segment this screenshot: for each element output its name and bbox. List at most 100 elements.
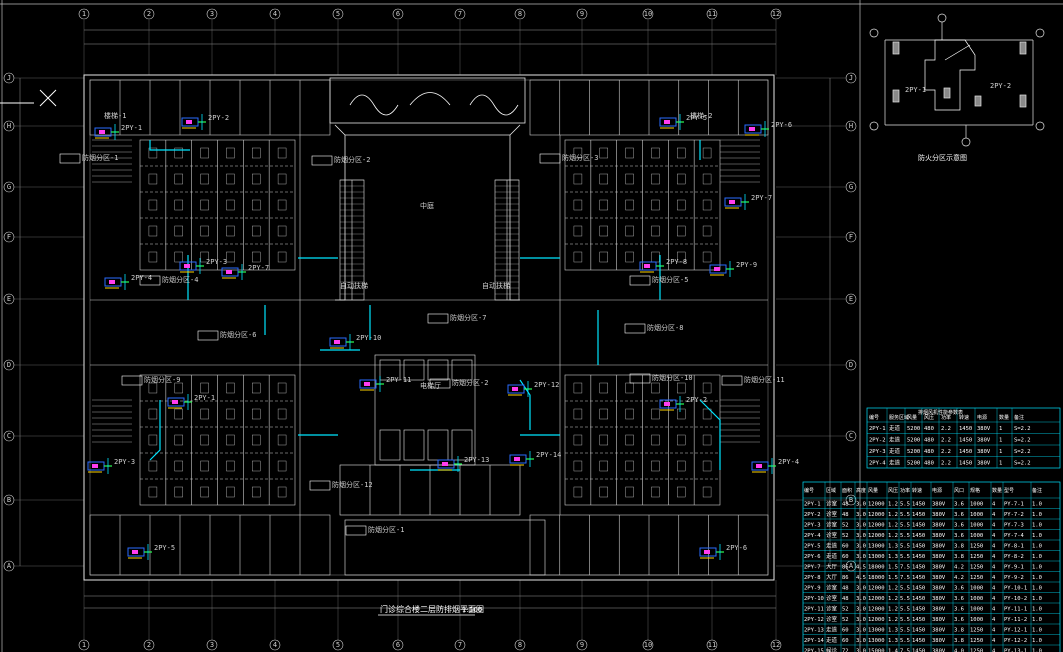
table-cell: PY-8-2	[1004, 554, 1024, 560]
table-cell: S=2.2	[1014, 438, 1031, 444]
table-cell: PY-8-1	[1004, 544, 1024, 550]
table-header: 编号	[804, 487, 814, 494]
inset-fire-zone-plan: 2PY-1 2PY-2	[869, 13, 1045, 147]
svg-text:防烟分区-7: 防烟分区-7	[450, 313, 486, 322]
table-cell: 12000	[868, 586, 885, 592]
axis-label: 9	[580, 641, 584, 649]
table-cell: 86	[842, 565, 849, 571]
table-cell: 走道	[826, 542, 838, 550]
equipment-cluster: 2PY-13	[437, 456, 489, 472]
table-cell: 3.0	[856, 628, 866, 634]
table-header: 风量	[907, 414, 917, 421]
axis-label: 2	[147, 10, 151, 18]
table-cell: 2PY-5	[804, 544, 821, 550]
table-cell: 380V	[932, 649, 946, 652]
table-cell: 诊室	[826, 500, 838, 508]
escalators	[339, 179, 520, 301]
equipment-cluster: 2PY-2	[181, 114, 229, 130]
table-cell: 3.0	[856, 586, 866, 592]
table-cell: 2PY-10	[804, 596, 824, 602]
axis-bubble	[845, 120, 857, 132]
table-cell: 2PY-4	[804, 533, 821, 539]
table-cell: 1450	[912, 512, 925, 518]
table-header: 功率	[900, 487, 910, 494]
table-cell: S=2.2	[1014, 449, 1031, 455]
axis-bubble	[845, 430, 857, 442]
table-cell: 2.2	[941, 438, 951, 444]
table-header: 风口	[954, 488, 964, 494]
table-cell: 3.0	[856, 596, 866, 602]
table-header: 数量	[999, 414, 1009, 421]
axis-bubble	[706, 639, 718, 651]
equipment-cluster: 2PY-7	[221, 264, 269, 280]
table-cell: 12000	[868, 533, 885, 539]
table-cell: 380V	[932, 628, 946, 634]
table-cell: 1450	[912, 523, 925, 529]
table-cell: 2PY-6	[804, 554, 821, 560]
svg-text:2PY-1: 2PY-1	[905, 86, 926, 94]
table-cell: 1450	[912, 649, 925, 652]
table-cell: 走道	[889, 436, 901, 444]
table-cell: 2PY-12	[804, 617, 824, 623]
table-cell: 1450	[912, 617, 925, 623]
axis-bubble	[845, 494, 857, 506]
table-cell: 480	[924, 449, 934, 455]
table-cell: 2PY-9	[804, 586, 821, 592]
equipment-cluster: 2PY-14	[509, 451, 561, 467]
equipment-tag: 2PY-10	[356, 334, 381, 342]
table-cell: 3.8	[954, 554, 964, 560]
table-cell: 4.5	[856, 575, 866, 581]
table-cell: 2PY-8	[804, 575, 821, 581]
axis-label: 7	[458, 641, 462, 649]
equipment-tag: 2PY-4	[131, 274, 152, 282]
table-cell: 走道	[889, 447, 901, 455]
table-cell: 2PY-4	[869, 461, 886, 467]
central-core	[339, 354, 546, 576]
table-cell: 3.0	[856, 638, 866, 644]
table-cell: 1450	[912, 502, 925, 508]
axis-label: 3	[210, 10, 214, 18]
table-cell: PY-11-2	[1004, 617, 1027, 623]
table-cell: 5.5	[900, 523, 910, 529]
table-cell: 诊室	[826, 584, 838, 592]
axis-label: A	[7, 562, 12, 570]
table-cell: 1.0	[1032, 544, 1042, 550]
table-cell: 4	[992, 586, 996, 592]
table-cell: 走道	[889, 424, 901, 432]
table-cell: 诊室	[826, 594, 838, 602]
axis-label: B	[7, 496, 11, 504]
axis-bubble	[206, 639, 218, 651]
table-cell: 380V	[977, 449, 991, 455]
svg-text:防烟分区-2: 防烟分区-2	[452, 378, 488, 387]
table-cell: PY-7-3	[1004, 523, 1024, 529]
table-cell: 2PY-1	[869, 426, 886, 432]
svg-text:防烟分区-1: 防烟分区-1	[82, 153, 118, 162]
svg-text:防烟分区-1: 防烟分区-1	[368, 525, 404, 534]
table-cell: 5.5	[900, 586, 910, 592]
table-cell: 5.5	[900, 617, 910, 623]
table-cell: 12000	[868, 596, 885, 602]
axis-label: 10	[644, 641, 652, 649]
axis-bubble	[78, 8, 90, 20]
table-cell: 12000	[868, 512, 885, 518]
table-cell: 380V	[932, 586, 946, 592]
table-header: 转速	[959, 414, 969, 421]
small-table-title: 排烟风机性能参数表	[918, 409, 963, 416]
table-cell: 4	[992, 502, 996, 508]
table-cell: 380V	[932, 638, 946, 644]
axis-label: A	[849, 562, 854, 570]
table-cell: PY-12-1	[1004, 628, 1027, 634]
table-cell: 2PY-15	[804, 649, 824, 652]
table-header: 功率	[941, 414, 951, 421]
table-cell: 2PY-3	[804, 523, 821, 529]
axis-label: H	[849, 122, 853, 130]
table-cell: 7.5	[900, 649, 910, 652]
table-cell: 5200	[907, 438, 920, 444]
axis-bubble	[3, 72, 15, 84]
table-header: 区域	[826, 487, 836, 494]
table-cell: 4	[992, 575, 996, 581]
table-cell: PY-7-2	[1004, 512, 1024, 518]
table-cell: 380V	[977, 426, 991, 432]
axis-bubble	[392, 639, 404, 651]
